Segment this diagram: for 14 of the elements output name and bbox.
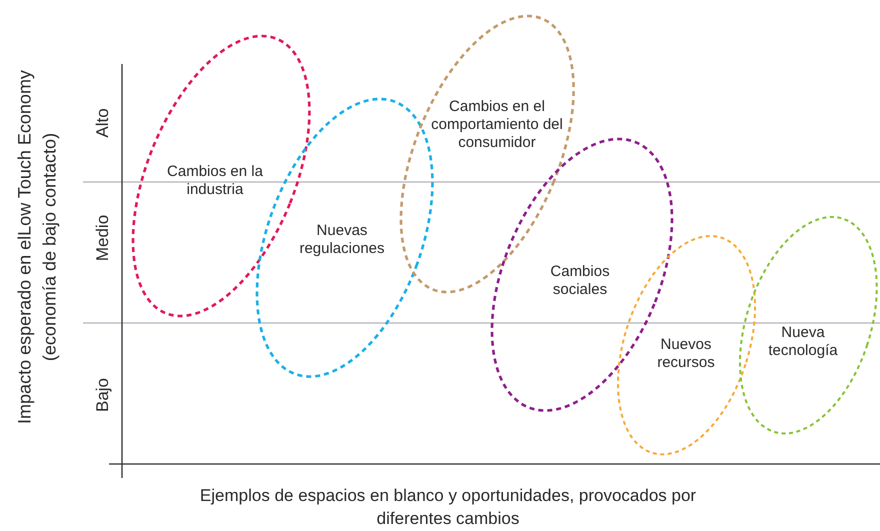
y-axis-title: Impacto esperado en elLow Touch Economy xyxy=(14,70,36,424)
ellipse-label: Nuevas regulaciones xyxy=(298,222,386,258)
x-axis-title: Ejemplos de espacios en blanco y oportunidades, provocados por diferentes cambios xyxy=(198,485,698,530)
ellipse-label: Nuevos recursos xyxy=(656,336,716,372)
dashed-ellipse xyxy=(618,236,756,454)
tick-label: Medio xyxy=(93,214,113,262)
tick-label: Bajo xyxy=(93,378,113,412)
ellipse-label: Cambios en la industria xyxy=(166,162,264,199)
tick-label: Alto xyxy=(93,108,113,138)
ellipse-label: Cambios sociales xyxy=(549,262,611,299)
dashed-ellipse xyxy=(740,216,876,434)
ellipse-label: Nueva tecnología xyxy=(767,324,839,360)
ellipse-label: Cambios en el comportamiento del consumidor xyxy=(430,98,564,152)
y-axis-title: (economía de bajo contacto) xyxy=(40,132,60,362)
